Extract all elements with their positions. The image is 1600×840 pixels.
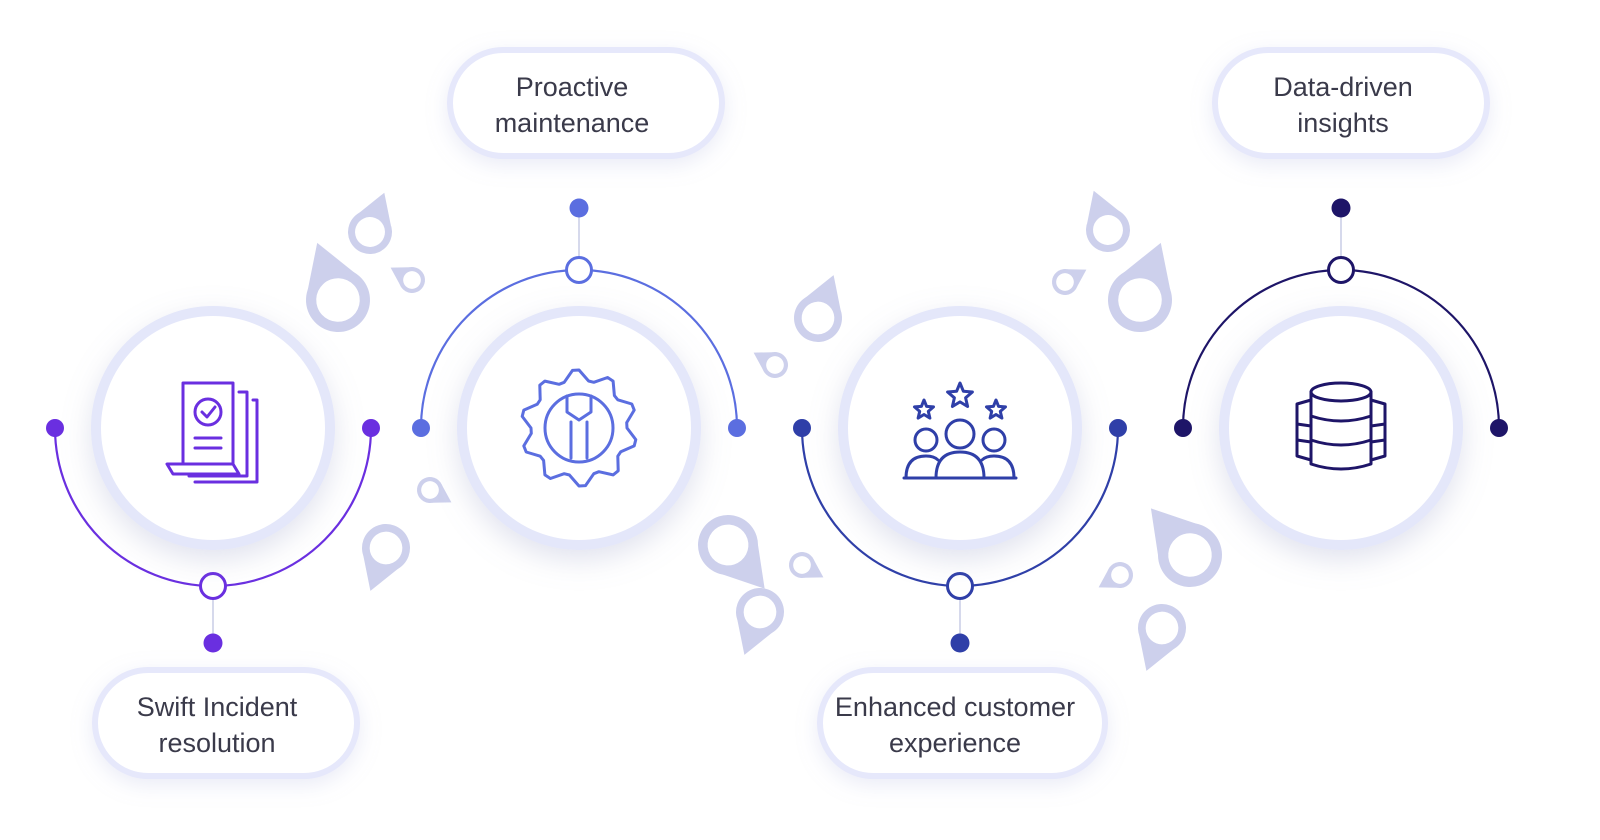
step-circle-inner [107, 322, 319, 534]
step-label-pill [447, 47, 725, 159]
step-label: Swift Incident resolution [137, 692, 298, 758]
step-label-line: insights [1297, 108, 1389, 138]
map-pin-icon [348, 192, 392, 254]
process-step: Data-driven insights [1174, 47, 1508, 550]
step-label-line: Proactive [516, 72, 629, 102]
map-pin-icon [794, 275, 842, 342]
apex-ring [946, 572, 974, 600]
process-step: Enhanced customer experience [793, 306, 1127, 779]
arc-end-dot [728, 419, 746, 437]
step-label: Data-driven insights [1273, 72, 1413, 138]
map-pin-icon [1138, 604, 1186, 671]
map-pin-icon [1086, 190, 1130, 252]
map-pin-icon [1108, 242, 1172, 332]
map-pin-icon [362, 524, 410, 591]
process-step: Swift Incident resolution [46, 306, 380, 779]
map-pin-icon [1150, 508, 1222, 587]
gear-wrench-icon [520, 368, 638, 488]
step-label-line: Enhanced customer [835, 692, 1075, 722]
map-pin-icon [698, 515, 765, 589]
map-pin-icon [1098, 562, 1133, 588]
arc-end-dot [362, 419, 380, 437]
map-pin-icon [306, 242, 370, 332]
team-stars-icon [902, 381, 1018, 480]
map-pin-icon [789, 552, 824, 578]
step-circle-inner [854, 322, 1066, 534]
step-label-pill [92, 667, 360, 779]
step-label-line: experience [889, 728, 1021, 758]
step-label-line: resolution [158, 728, 275, 758]
stem-dot [203, 633, 223, 653]
stem-dot [569, 198, 589, 218]
database-icon [1295, 381, 1387, 471]
arc-end-dot [412, 419, 430, 437]
map-pin-icon [736, 588, 784, 655]
arc-end-dot [793, 419, 811, 437]
arc-end-dot [1490, 419, 1508, 437]
stem-dot [950, 633, 970, 653]
arc-end-dot [1174, 419, 1192, 437]
decorative-pins [306, 190, 1222, 671]
document-check-icon [165, 381, 259, 484]
step-label-line: Swift Incident [137, 692, 298, 722]
stem-dot [1331, 198, 1351, 218]
apex-ring [199, 572, 227, 600]
arc-end-dot [46, 419, 64, 437]
map-pin-icon [753, 352, 788, 378]
map-pin-icon [1052, 269, 1087, 295]
step-label-pill [817, 667, 1108, 779]
step-label-line: maintenance [495, 108, 650, 138]
map-pin-icon [390, 267, 425, 293]
apex-ring [1327, 256, 1355, 284]
apex-ring [565, 256, 593, 284]
arc-end-dot [1109, 419, 1127, 437]
step-label-line: Data-driven [1273, 72, 1413, 102]
step-label: Enhanced customer experience [835, 692, 1075, 758]
step-label: Proactive maintenance [495, 72, 650, 138]
step-label-pill [1212, 47, 1490, 159]
step-circle-inner [473, 322, 685, 534]
process-step: Proactive maintenance [412, 47, 746, 550]
map-pin-icon [417, 477, 452, 503]
step-circle-inner [1235, 322, 1447, 534]
